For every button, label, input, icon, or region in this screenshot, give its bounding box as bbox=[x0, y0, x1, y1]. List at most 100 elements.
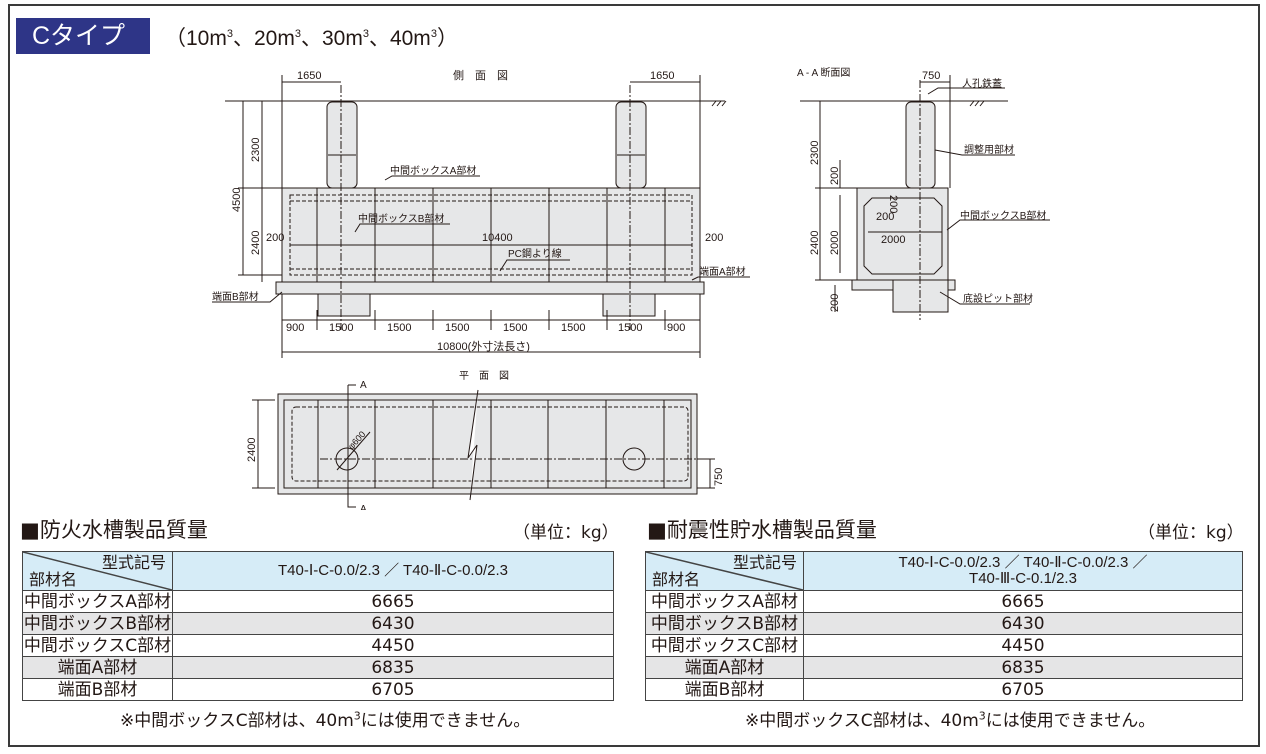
leader bbox=[499, 259, 570, 272]
section-inner bbox=[863, 197, 943, 275]
sep: 、 bbox=[300, 27, 322, 50]
fire-note: ※中間ボックスC部材は、40m3には使用できません。 bbox=[120, 706, 530, 731]
weight: 6665 bbox=[803, 590, 1243, 613]
dim-label: 900 bbox=[286, 322, 304, 334]
dim-label: 1500 bbox=[329, 322, 353, 334]
unit-label: （単位：kg） bbox=[1138, 523, 1244, 543]
model-header: T40-Ⅰ-C-0.0/2.3 ／ T40-Ⅱ-C-0.0/2.3 bbox=[172, 551, 614, 591]
plan-view: 平 面 図 A A 2400 750 φ600 bbox=[246, 370, 725, 510]
label-adjust: 調整用部材 bbox=[964, 143, 1014, 156]
break-line bbox=[467, 389, 479, 501]
joints bbox=[316, 188, 666, 282]
sup: 3 bbox=[353, 709, 361, 723]
dim-label: 2400 bbox=[246, 438, 258, 462]
weight: 4450 bbox=[803, 634, 1243, 657]
leader bbox=[691, 276, 750, 281]
type-badge: Cタイプ bbox=[16, 18, 150, 54]
unit-label: （単位：kg） bbox=[513, 523, 619, 543]
weight: 6835 bbox=[803, 656, 1243, 679]
corner-top: 型式記号 bbox=[732, 553, 797, 572]
part-name: 中間ボックスA部材 bbox=[645, 590, 804, 613]
paren: ） bbox=[436, 27, 458, 50]
sep: 、 bbox=[232, 27, 254, 50]
label-end-a: 端面A部材 bbox=[699, 265, 746, 278]
weight: 6430 bbox=[803, 612, 1243, 635]
capacity: 10m bbox=[186, 27, 227, 50]
weight: 6430 bbox=[172, 612, 614, 635]
technical-drawings: 側 面 図 1650 1650 2300 4500 2400 200 200 1… bbox=[212, 66, 1050, 510]
dim-label: 10400 bbox=[482, 232, 513, 244]
dim-label: 1500 bbox=[445, 322, 469, 334]
note-text: ※中間ボックスC部材は、40m bbox=[745, 711, 979, 731]
dim-label: 200 bbox=[266, 232, 284, 244]
model-line: T40-Ⅲ-C-0.1/2.3 bbox=[969, 570, 1077, 587]
riser-right bbox=[615, 101, 647, 189]
section-view-title: A - A 断面図 bbox=[797, 66, 850, 79]
leader bbox=[927, 87, 1005, 95]
leader bbox=[934, 149, 1015, 156]
side-view-title: 側 面 図 bbox=[453, 69, 508, 82]
section-view: A - A 断面図 750 人孔鉄蓋 調整用部材 中間ボックスB部材 底設ピット… bbox=[797, 66, 1050, 320]
ground-hatch bbox=[969, 100, 985, 107]
dim-label: 200 bbox=[705, 232, 723, 244]
quake-note: ※中間ボックスC部材は、40m3には使用できません。 bbox=[745, 706, 1155, 731]
page-frame bbox=[8, 4, 1260, 747]
dim-label: 750 bbox=[922, 70, 940, 82]
dim-label: 2000 bbox=[829, 231, 841, 255]
plan-inner bbox=[283, 399, 692, 489]
dim-label: 2400 bbox=[809, 231, 821, 255]
manhole-opening bbox=[335, 447, 359, 471]
pit-left bbox=[317, 293, 371, 317]
corner-bottom: 部材名 bbox=[652, 570, 701, 589]
section-box bbox=[856, 187, 949, 281]
part-name: 端面B部材 bbox=[645, 678, 804, 701]
riser-left bbox=[326, 101, 358, 189]
weight: 6665 bbox=[172, 590, 614, 613]
part-name: 端面B部材 bbox=[22, 678, 173, 701]
sup: 3 bbox=[226, 28, 233, 40]
dim-label: 1650 bbox=[650, 70, 674, 82]
dim-label: 1650 bbox=[297, 70, 321, 82]
paren: （ bbox=[165, 27, 186, 50]
note-text: には使用できません。 bbox=[360, 711, 531, 731]
model-header: T40-Ⅰ-C-0.0/2.3 ／ T40-Ⅱ-C-0.0/2.3 ／T40-Ⅲ… bbox=[803, 551, 1243, 591]
capacity: 20m bbox=[253, 27, 295, 50]
corner-cell: 型式記号部材名 bbox=[645, 551, 804, 591]
capacities: （10m3、20m3、30m3、40m3） bbox=[165, 22, 458, 52]
sep: 、 bbox=[368, 27, 390, 50]
sup: 3 bbox=[362, 28, 369, 40]
part-name: 中間ボックスC部材 bbox=[22, 634, 173, 657]
dim-label: 200 bbox=[829, 294, 841, 312]
dim-label: 750 bbox=[713, 468, 725, 486]
plan-outline bbox=[277, 393, 698, 495]
dim-label: 2300 bbox=[250, 138, 262, 162]
capacity: 30m bbox=[321, 27, 363, 50]
section-mark-a: A bbox=[360, 504, 367, 510]
dim-ticks bbox=[281, 294, 701, 358]
manhole-opening bbox=[622, 447, 646, 471]
plan-view-title: 平 面 図 bbox=[459, 370, 509, 382]
label-pc-strand: PC鋼より線 bbox=[508, 247, 562, 260]
pit-right bbox=[602, 293, 656, 317]
part-name: 端面A部材 bbox=[22, 656, 173, 679]
dim-label: 1500 bbox=[503, 322, 527, 334]
part-name: 端面A部材 bbox=[645, 656, 804, 679]
corner-top: 型式記号 bbox=[101, 553, 166, 572]
leader bbox=[384, 175, 480, 181]
weight: 4450 bbox=[172, 634, 614, 657]
base-slab bbox=[275, 281, 705, 295]
label-end-b: 端面B部材 bbox=[212, 290, 259, 303]
label-manhole-cover: 人孔鉄蓋 bbox=[962, 77, 1002, 90]
ground-hatch bbox=[711, 100, 727, 107]
fire-tank-heading: ■防火水槽製品質量 bbox=[20, 518, 208, 542]
note-text: には使用できません。 bbox=[985, 711, 1156, 731]
label-box-b: 中間ボックスB部材 bbox=[960, 209, 1046, 222]
label-pit: 底設ピット部材 bbox=[963, 292, 1033, 305]
dim-label: 900 bbox=[667, 322, 685, 334]
dim-label: 10800(外寸法長さ) bbox=[437, 339, 530, 353]
